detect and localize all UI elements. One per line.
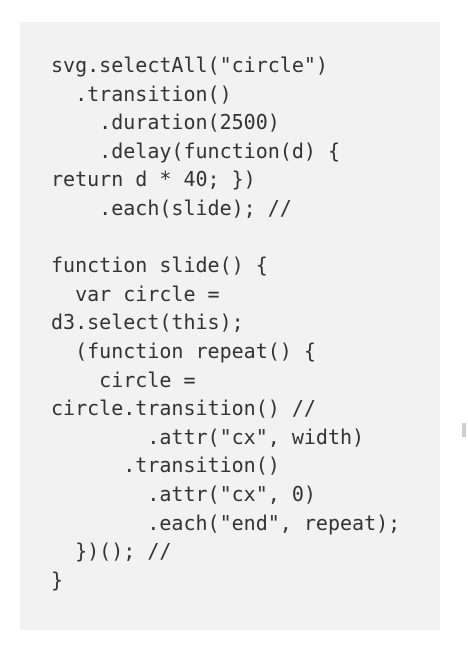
code-line: d3.select(this);: [51, 310, 244, 335]
code-line: .delay(function(d) {: [51, 138, 340, 163]
code-line: .duration(2500): [51, 110, 280, 135]
code-line: }: [51, 567, 64, 592]
code-line: circle =: [51, 367, 196, 392]
code-line: .attr("cx", 0): [51, 481, 316, 506]
code-line: })(); //: [51, 539, 172, 564]
code-line: .each("end", repeat);: [51, 510, 401, 535]
code-line: .transition(): [51, 453, 280, 478]
code-line: circle.transition() //: [51, 396, 316, 421]
code-line-blank: [51, 223, 400, 252]
code-block: svg.selectAll("circle") .transition() .d…: [51, 51, 400, 594]
code-line: function slide() {: [51, 253, 268, 278]
code-snippet-panel: svg.selectAll("circle") .transition() .d…: [20, 22, 440, 630]
code-line: svg.selectAll("circle"): [51, 53, 328, 77]
code-line: var circle =: [51, 281, 220, 306]
code-line: (function repeat() {: [51, 338, 316, 363]
code-line: .transition(): [51, 81, 232, 106]
code-line: return d * 40; }): [51, 167, 256, 192]
scrollbar-handle[interactable]: [462, 423, 466, 437]
code-line: .attr("cx", width): [51, 424, 365, 449]
code-line: .each(slide); //: [51, 195, 292, 220]
